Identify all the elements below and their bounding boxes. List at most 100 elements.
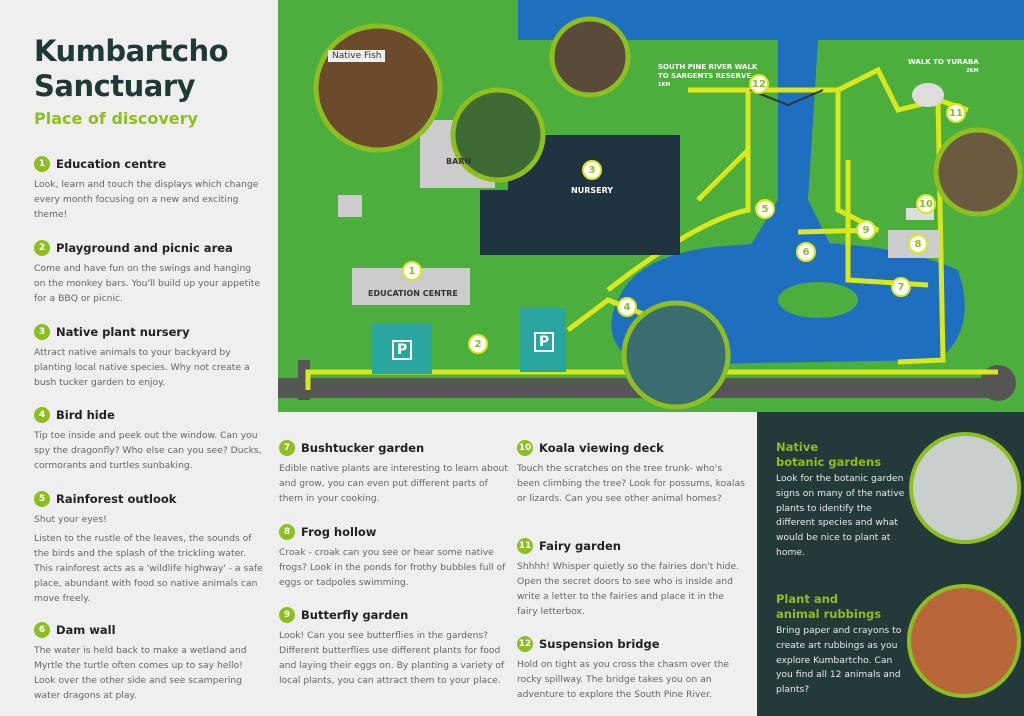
legend-title: Dam wall (56, 623, 116, 637)
walk-sargents: SOUTH PINE RIVER WALK TO SARGENTS RESERV… (658, 63, 757, 90)
legend-text: Shhhh! Whisper quietly so the fairies do… (517, 561, 740, 617)
legend-title: Playground and picnic area (56, 241, 233, 255)
legend-heading: 7 Bushtucker garden (279, 440, 509, 456)
site-map: Native Fish BARN NURSERY EDUCATION CENTR… (278, 0, 1024, 412)
barn-label: BARN (446, 157, 472, 166)
legend-heading: 1 Education centre (34, 156, 264, 172)
map-marker-11[interactable]: 11 (946, 103, 966, 123)
legend-text: Tip toe inside and peek out the window. … (34, 430, 262, 471)
legend-title: Butterfly garden (301, 608, 409, 622)
heading-line: animal rubbings (776, 607, 882, 621)
legend-title: Native plant nursery (56, 325, 190, 339)
number-badge: 8 (279, 524, 295, 540)
number-badge: 7 (279, 440, 295, 456)
number-badge: 3 (34, 324, 50, 340)
legend-title: Frog hollow (301, 525, 377, 539)
walk-label: WALK TO YURABA (908, 58, 979, 66)
parking-label: P (392, 340, 413, 360)
legend-heading: 5 Rainforest outlook (34, 491, 264, 507)
nursery-label: NURSERY (571, 186, 614, 195)
river (748, 40, 838, 260)
legend-text: Attract native animals to your backyard … (34, 347, 250, 388)
photo-bridge (549, 16, 631, 98)
page-title: Kumbartcho Sanctuary (34, 34, 229, 103)
legend-heading: 10 Koala viewing deck (517, 440, 747, 456)
number-badge: 6 (34, 622, 50, 638)
heading-line: Plant and (776, 592, 838, 606)
legend-text: Listen to the rustle of the leaves, the … (34, 533, 263, 604)
parking-2 (520, 308, 566, 372)
heading-line: Native (776, 440, 819, 454)
bottom-panel (278, 412, 757, 716)
legend-title: Koala viewing deck (539, 441, 664, 455)
map-marker-6[interactable]: 6 (796, 242, 816, 262)
walk-distance: 2KM (966, 68, 979, 74)
photo-education-centre (313, 23, 443, 153)
number-badge: 1 (34, 156, 50, 172)
legend-title: Bushtucker garden (301, 441, 425, 455)
walk-yuraba: WALK TO YURABA 2KM (908, 58, 979, 76)
legend-text: Touch the scratches on the tree trunk- w… (517, 463, 745, 504)
number-badge: 11 (517, 538, 533, 554)
parking-1 (372, 324, 432, 374)
rubbings-text: Bring paper and crayons to create art ru… (776, 625, 902, 696)
photo-rubbing-plate (907, 584, 1021, 698)
parking-label: P (534, 332, 555, 352)
number-badge: 10 (517, 440, 533, 456)
map-marker-1[interactable]: 1 (402, 261, 422, 281)
photo-sign: Native Fish (328, 50, 386, 62)
botanic-text: Look for the botanic garden signs on man… (776, 473, 905, 558)
map-marker-2[interactable]: 2 (468, 334, 488, 354)
map-marker-7[interactable]: 7 (891, 277, 911, 297)
legend-heading: 8 Frog hollow (279, 524, 509, 540)
legend-text: The water is held back to make a wetland… (34, 645, 247, 701)
map-marker-8[interactable]: 8 (908, 234, 928, 254)
number-badge: 2 (34, 240, 50, 256)
map-marker-4[interactable]: 4 (617, 297, 637, 317)
legend-title: Education centre (56, 157, 167, 171)
photo-plant-sign (909, 432, 1021, 544)
map-marker-5[interactable]: 5 (755, 199, 775, 219)
legend-title: Bird hide (56, 408, 115, 422)
photo-bird-hide (621, 300, 731, 410)
left-panel: Kumbartcho Sanctuary Place of discovery (0, 0, 278, 716)
legend-heading: 2 Playground and picnic area (34, 240, 264, 256)
legend-text: Croak - croak can you see or hear some n… (279, 547, 506, 588)
legend-title: Fairy garden (539, 539, 621, 553)
legend-heading: 3 Native plant nursery (34, 324, 264, 340)
legend-text: Edible native plants are interesting to … (279, 463, 508, 504)
map-marker-10[interactable]: 10 (916, 194, 936, 214)
legend-title: Suspension bridge (539, 637, 660, 651)
legend-text: Shut your eyes! (34, 514, 107, 525)
walk-label: SOUTH PINE RIVER WALK (658, 63, 758, 71)
legend-heading: 12 Suspension bridge (517, 636, 747, 652)
number-badge: 12 (517, 636, 533, 652)
legend-heading: 6 Dam wall (34, 622, 264, 638)
education-label: EDUCATION CENTRE (368, 289, 458, 298)
number-badge: 5 (34, 491, 50, 507)
legend-heading: 11 Fairy garden (517, 538, 747, 554)
map-marker-12[interactable]: 12 (749, 74, 769, 94)
photo-fairy-garden (933, 127, 1023, 217)
map-marker-9[interactable]: 9 (856, 220, 876, 240)
legend-text: Look! Can you see butterflies in the gar… (279, 630, 505, 686)
map-marker-3[interactable]: 3 (582, 160, 602, 180)
heading-line: botanic gardens (776, 455, 882, 469)
legend-title: Rainforest outlook (56, 492, 177, 506)
